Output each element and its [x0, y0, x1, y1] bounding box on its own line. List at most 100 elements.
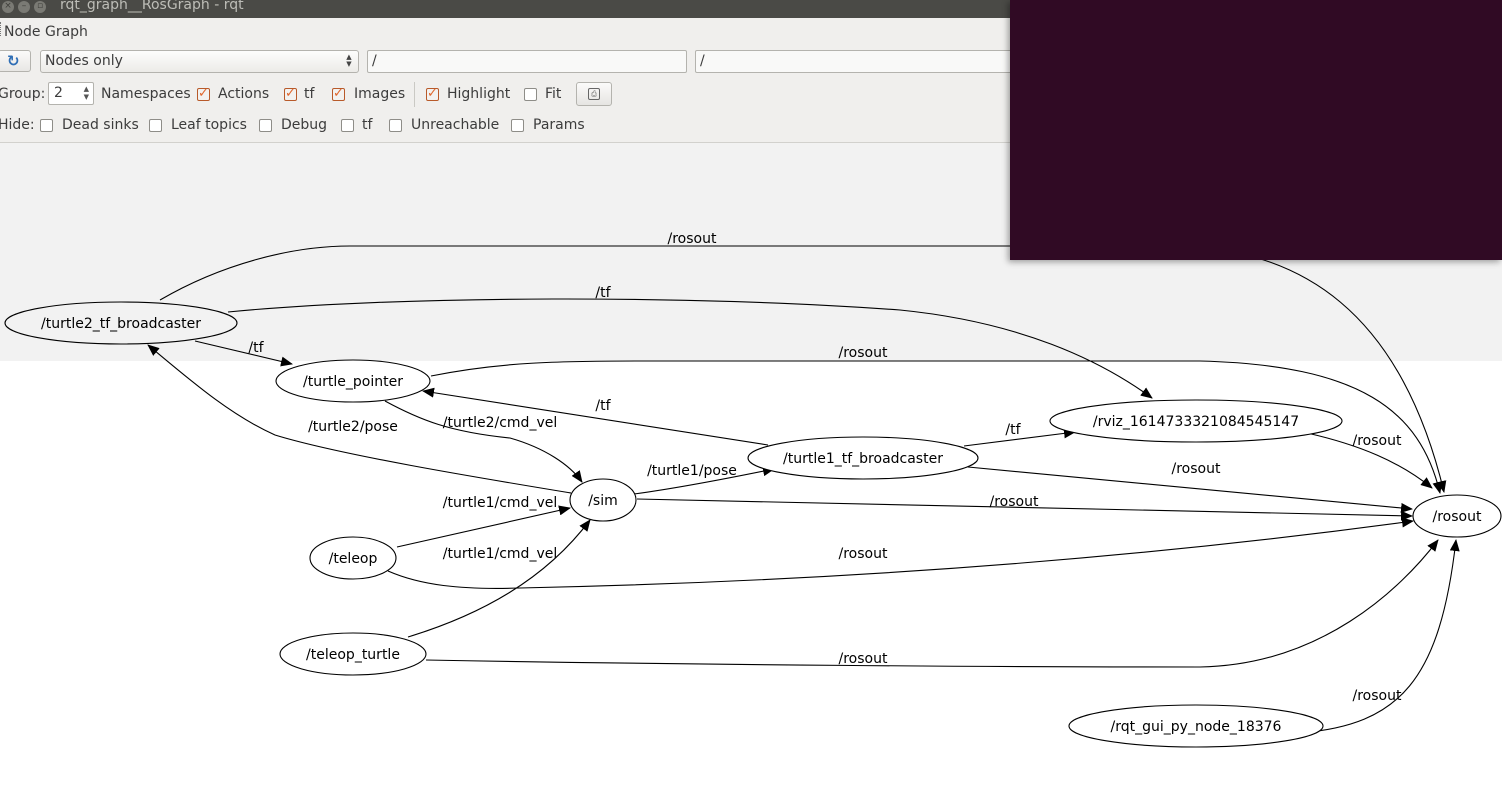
node-label: /turtle_pointer: [303, 374, 403, 390]
close-window-button[interactable]: ×: [2, 1, 14, 13]
graph-edge-labels: /rosout /tf /tf /rosout /tf /turtle2/pos…: [248, 231, 1402, 704]
leaf-topics-checkbox[interactable]: [149, 119, 162, 132]
edge-rviz-rosout[interactable]: [1306, 432, 1433, 489]
dead-sinks-checkbox[interactable]: [40, 119, 53, 132]
edge-pointer-sim-cmd[interactable]: [384, 400, 583, 483]
graph-edges: [147, 245, 1460, 734]
node-label: /rviz_1614733321084545147: [1093, 414, 1299, 430]
node-turtle-pointer[interactable]: /turtle_pointer: [275, 359, 431, 403]
debug-checkbox[interactable]: [259, 119, 272, 132]
select-arrows-icon: ▲▼: [346, 53, 352, 68]
fit-checkbox[interactable]: [524, 88, 537, 101]
edge-t2b-pointer-tf[interactable]: [194, 340, 293, 367]
node-teleop-turtle[interactable]: /teleop_turtle: [279, 632, 427, 676]
edge-pointer-rosout[interactable]: [430, 360, 1443, 494]
edge-teleop-turtle-sim-cmd[interactable]: [407, 519, 591, 638]
edge-t2b-rviz-tf[interactable]: [227, 298, 1153, 399]
tf-checkbox[interactable]: [284, 86, 297, 101]
graph-nodes: /turtle2_tf_broadcaster /turtle_pointer …: [4, 301, 1502, 748]
edge-rqt-rosout[interactable]: [1299, 539, 1460, 734]
edge-sim-rosout[interactable]: [636, 498, 1413, 521]
images-label: Images: [354, 86, 406, 102]
node-rosout[interactable]: /rosout: [1412, 494, 1502, 538]
hide-tf-checkbox[interactable]: [341, 119, 354, 132]
minimize-icon: –: [21, 1, 27, 11]
graph-type-value: Nodes only: [45, 53, 123, 69]
node-rviz[interactable]: /rviz_1614733321084545147: [1049, 399, 1343, 443]
node-filter-value: /: [372, 53, 377, 69]
edge-label: /tf: [1005, 422, 1021, 438]
namespaces-label: Namespaces: [101, 86, 191, 102]
maximize-window-button[interactable]: ▫: [34, 1, 46, 13]
edge-t1b-pointer-tf[interactable]: [422, 387, 769, 446]
node-label: /turtle2_tf_broadcaster: [41, 316, 201, 332]
edge-label: /turtle1/cmd_vel: [443, 546, 557, 562]
group-label: Group:: [0, 86, 46, 102]
debug-label: Debug: [281, 117, 328, 133]
graph-type-select[interactable]: Nodes only ▲▼: [40, 50, 359, 73]
minimize-window-button[interactable]: –: [18, 1, 30, 13]
edge-label: /tf: [248, 340, 264, 356]
edge-sim-t2b-pose[interactable]: [147, 344, 572, 494]
unreachable-label: Unreachable: [411, 117, 500, 133]
edge-label: /rosout: [1353, 433, 1402, 449]
actions-label: Actions: [218, 86, 270, 102]
images-checkbox[interactable]: [332, 86, 345, 101]
group-value: 2: [54, 85, 63, 101]
edge-teleop-turtle-rosout[interactable]: [425, 539, 1439, 668]
node-label: /teleop: [329, 551, 378, 567]
close-icon: ×: [4, 1, 12, 11]
edge-t1b-rosout[interactable]: [967, 466, 1413, 513]
edge-label: /rosout: [839, 345, 888, 361]
node-turtle1-tf-broadcaster[interactable]: /turtle1_tf_broadcaster: [747, 436, 979, 480]
toolbar-divider: [414, 82, 415, 107]
edge-t1b-rviz-tf[interactable]: [963, 428, 1076, 447]
edge-label: /rosout: [839, 546, 888, 562]
refresh-button[interactable]: ↻: [0, 50, 31, 72]
highlight-checkbox[interactable]: [426, 86, 439, 101]
save-image-button[interactable]: ⎙: [576, 82, 612, 106]
node-label: /turtle1_tf_broadcaster: [783, 451, 943, 467]
hide-tf-label: tf: [362, 117, 373, 133]
params-label: Params: [533, 117, 585, 133]
overlapping-terminal-window[interactable]: [1010, 0, 1502, 260]
group-spinbox[interactable]: 2 ▲▼: [48, 82, 94, 105]
node-label: /rosout: [1433, 509, 1482, 525]
node-rqt-gui[interactable]: /rqt_gui_py_node_18376: [1068, 704, 1324, 748]
node-label: /sim: [588, 493, 618, 509]
topic-filter-input[interactable]: /: [695, 50, 1025, 73]
edge-label: /tf: [595, 398, 611, 414]
edge-label: /turtle1/cmd_vel: [443, 495, 557, 511]
maximize-icon: ▫: [36, 1, 44, 11]
node-filter-input[interactable]: /: [367, 50, 687, 73]
leaf-topics-label: Leaf topics: [171, 117, 247, 133]
edge-label: /turtle2/pose: [308, 419, 398, 435]
save-icon: ⎙: [588, 88, 600, 100]
hide-label: Hide:: [0, 117, 35, 133]
refresh-icon: ↻: [7, 52, 20, 70]
dead-sinks-label: Dead sinks: [62, 117, 139, 133]
edge-label: /rosout: [1172, 461, 1221, 477]
highlight-label: Highlight: [447, 86, 511, 102]
fit-label: Fit: [545, 86, 562, 102]
unreachable-checkbox[interactable]: [389, 119, 402, 132]
edge-sim-t1b-pose[interactable]: [633, 466, 775, 495]
node-label: /teleop_turtle: [306, 647, 400, 663]
edge-teleop-rosout[interactable]: [387, 517, 1414, 589]
spin-arrows-icon[interactable]: ▲▼: [83, 85, 89, 101]
edge-label: /rosout: [668, 231, 717, 247]
window-title: rqt_graph__RosGraph - rqt: [60, 0, 244, 13]
topic-filter-value: /: [700, 53, 705, 69]
params-checkbox[interactable]: [511, 119, 524, 132]
dock-grip-icon[interactable]: [0, 22, 2, 36]
node-sim[interactable]: /sim: [569, 478, 637, 522]
node-turtle2-tf-broadcaster[interactable]: /turtle2_tf_broadcaster: [4, 301, 238, 345]
node-teleop[interactable]: /teleop: [309, 536, 397, 580]
edge-label: /rosout: [1353, 688, 1402, 704]
edge-label: /rosout: [990, 494, 1039, 510]
plugin-title: Node Graph: [4, 24, 88, 40]
edge-teleop-sim-cmd[interactable]: [396, 505, 571, 548]
namespaces-checkbox[interactable]: [197, 86, 210, 101]
node-label: /rqt_gui_py_node_18376: [1111, 719, 1282, 735]
